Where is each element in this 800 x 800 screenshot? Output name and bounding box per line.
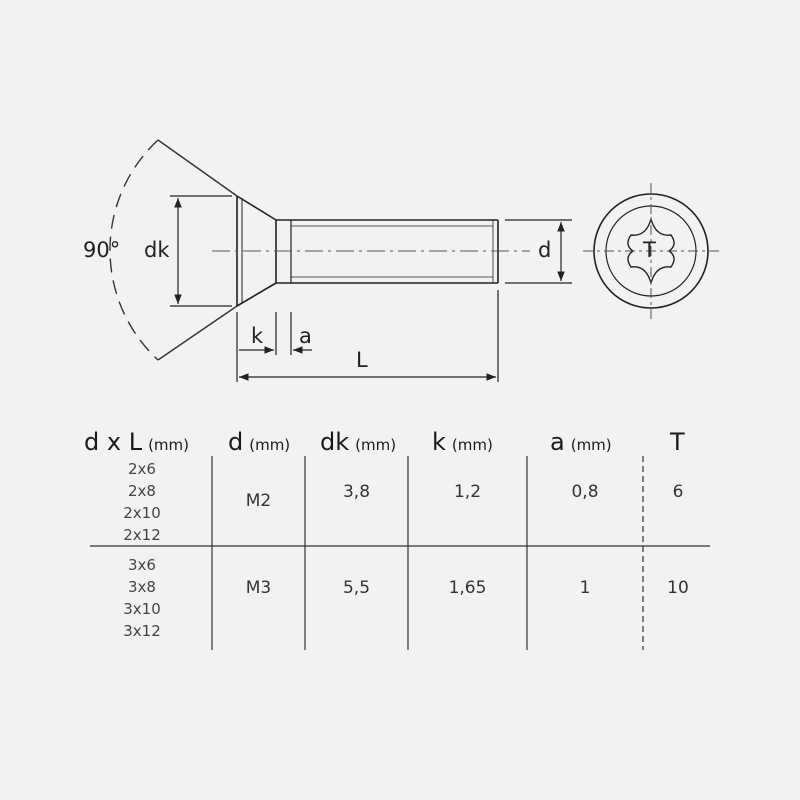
d-cell: M2 (245, 491, 272, 511)
t-cell: 6 (672, 482, 684, 502)
table-grid (90, 456, 710, 650)
a-label: a (299, 324, 312, 348)
header-dxl: d x L(mm) (84, 428, 190, 456)
k-cell: 1,2 (453, 482, 482, 502)
size-cell: 2x10 (123, 504, 161, 522)
torx-end-view (583, 183, 719, 319)
size-cell: 3x8 (128, 578, 156, 596)
size-cell: 3x10 (123, 600, 161, 618)
header-d: d(mm) (228, 428, 291, 456)
size-cell: 2x8 (128, 482, 156, 500)
d-label: d (538, 238, 552, 262)
L-label: L (356, 348, 368, 372)
size-cell: 2x12 (123, 526, 161, 544)
angle-label: 90° (83, 238, 121, 262)
size-cell: 3x12 (123, 622, 161, 640)
header-k: k(mm) (432, 428, 493, 456)
d-cell: M3 (245, 578, 272, 598)
dk-cell: 3,8 (342, 482, 371, 502)
a-cell: 0,8 (571, 482, 599, 502)
dk-dimension (170, 195, 232, 307)
size-cell: 3x6 (128, 556, 156, 574)
angle-arc (109, 139, 238, 361)
length-dimensions (236, 290, 499, 382)
header-a: a(mm) (550, 428, 612, 456)
dk-label: dk (144, 238, 170, 262)
t-cell: 10 (667, 578, 689, 598)
size-cell: 2x6 (128, 460, 156, 478)
dk-cell: 5,5 (342, 578, 371, 598)
a-cell: 1 (579, 578, 591, 598)
header-T: T (670, 428, 685, 456)
d-dimension (505, 219, 572, 284)
header-dk: dk(mm) (320, 428, 397, 456)
k-label: k (251, 324, 264, 348)
k-cell: 1,65 (448, 578, 487, 598)
drive-label: T (643, 238, 656, 262)
